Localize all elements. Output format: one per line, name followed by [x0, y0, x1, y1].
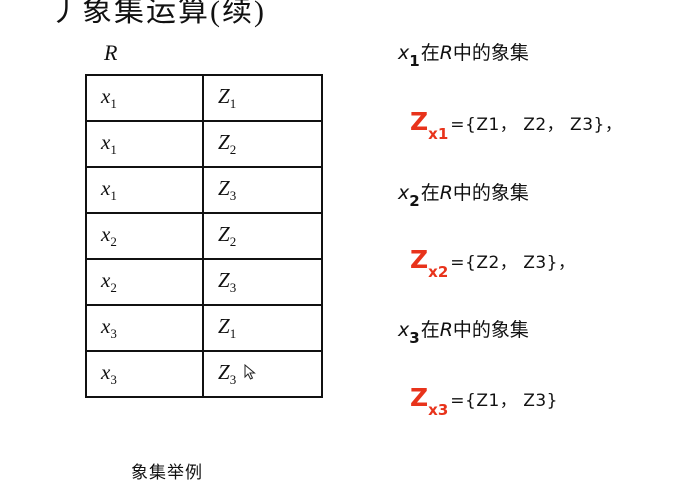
cell-subscript: 3: [110, 372, 117, 387]
image-set-label-3: x3在R中的象集: [398, 315, 529, 347]
cell-var: Z: [218, 314, 230, 338]
table-cell-x: x1: [85, 74, 204, 122]
cell-var: Z: [218, 130, 230, 154]
table-cell-x: x2: [85, 212, 204, 260]
set-symbol: Z: [410, 107, 429, 136]
cell-var: x: [101, 314, 111, 338]
set-symbol: Z: [410, 245, 429, 274]
cell-subscript: 3: [110, 326, 117, 341]
image-text: 在: [420, 42, 440, 64]
cell-var: x: [101, 84, 111, 108]
table-row: x1 Z3: [85, 166, 323, 214]
cell-subscript: 2: [110, 234, 117, 249]
cell-var: Z: [218, 84, 230, 108]
cell-var: x: [101, 222, 111, 246]
table-cell-z: Z3: [202, 258, 323, 306]
image-set-value-2: Zx2={Z2， Z3}，: [410, 245, 576, 281]
image-text: 中的象集: [452, 319, 529, 341]
set-subscript: x2: [428, 263, 449, 281]
table-cell-z: Z3: [202, 350, 323, 398]
image-text: 在: [420, 182, 440, 204]
cell-subscript: 2: [229, 234, 237, 249]
table-row: x3 Z3: [85, 350, 323, 398]
cell-subscript: 3: [229, 280, 237, 295]
image-var-subscript: 3: [409, 329, 420, 347]
cell-var: x: [101, 130, 111, 154]
set-value: ={Z1， Z3}: [450, 391, 558, 411]
set-value: ={Z1， Z2， Z3}，: [450, 115, 623, 135]
cell-subscript: 1: [229, 96, 237, 111]
relation-name: R: [104, 40, 118, 65]
table-cell-x: x1: [85, 120, 204, 168]
table-cell-z: Z2: [202, 120, 323, 168]
image-text: 中的象集: [452, 42, 529, 64]
cell-subscript: 1: [110, 142, 117, 157]
table-row: x1 Z1: [85, 74, 323, 122]
table-row: x1 Z2: [85, 120, 323, 168]
image-var-subscript: 1: [409, 52, 420, 70]
table-row: x2 Z3: [85, 258, 323, 306]
cell-subscript: 1: [229, 326, 237, 341]
table-cell-x: x3: [85, 350, 204, 398]
table-cell-x: x2: [85, 258, 204, 306]
set-subscript: x1: [428, 125, 449, 143]
cell-var: x: [101, 360, 111, 384]
slide-title-fragment: 丿象集运算(续): [50, 0, 266, 28]
table-cell-z: Z1: [202, 74, 323, 122]
cell-var: Z: [218, 360, 230, 384]
cell-var: Z: [218, 176, 230, 200]
relation-table: x1 Z1 x1 Z2 x1 Z3 x2 Z2 x2 Z3 x3 Z1: [85, 74, 323, 398]
image-var: x: [398, 42, 410, 64]
image-relation: R: [439, 42, 453, 64]
cell-var: Z: [218, 268, 230, 292]
image-set-label-1: x1在R中的象集: [398, 38, 529, 70]
table-cell-z: Z2: [202, 212, 323, 260]
table-cell-z: Z1: [202, 304, 323, 352]
table-caption: 象集举例: [131, 463, 203, 483]
table-cell-z: Z3: [202, 166, 323, 214]
table-cell-x: x3: [85, 304, 204, 352]
image-var: x: [398, 182, 410, 204]
cell-var: Z: [218, 222, 230, 246]
cell-subscript: 1: [110, 96, 117, 111]
table-cell-x: x1: [85, 166, 204, 214]
set-value: ={Z2， Z3}，: [450, 253, 576, 273]
cell-subscript: 1: [110, 188, 117, 203]
cell-subscript: 2: [229, 142, 237, 157]
image-set-value-1: Zx1={Z1， Z2， Z3}，: [410, 107, 623, 143]
cell-subscript: 3: [229, 188, 237, 203]
image-var-subscript: 2: [409, 192, 420, 210]
table-row: x3 Z1: [85, 304, 323, 352]
cell-var: x: [101, 176, 111, 200]
image-text: 在: [420, 319, 440, 341]
image-var: x: [398, 319, 410, 341]
cell-subscript: 3: [229, 372, 237, 387]
table-row: x2 Z2: [85, 212, 323, 260]
cell-var: x: [101, 268, 111, 292]
set-subscript: x3: [428, 401, 449, 419]
image-relation: R: [439, 182, 453, 204]
image-relation: R: [439, 319, 453, 341]
set-symbol: Z: [410, 383, 429, 412]
image-set-value-3: Zx3={Z1， Z3}: [410, 383, 558, 419]
image-set-label-2: x2在R中的象集: [398, 178, 529, 210]
cell-subscript: 2: [110, 280, 117, 295]
image-text: 中的象集: [452, 182, 529, 204]
mouse-pointer-icon: [244, 364, 256, 380]
